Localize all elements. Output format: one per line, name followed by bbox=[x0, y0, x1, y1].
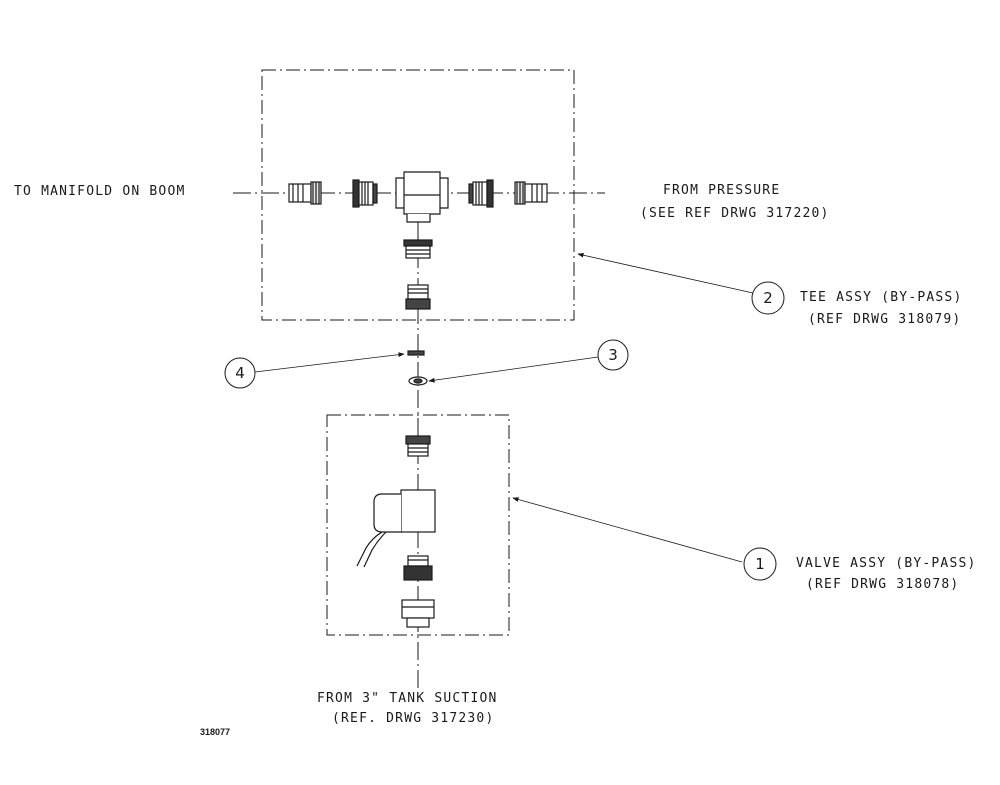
callout-1: 1 bbox=[743, 547, 777, 581]
callout-2-number: 2 bbox=[763, 289, 773, 307]
tee-assy-boundary bbox=[261, 69, 575, 321]
to-manifold-label: TO MANIFOLD ON BOOM bbox=[14, 184, 186, 199]
callout-2: 2 bbox=[751, 281, 785, 315]
valve-body bbox=[356, 489, 436, 568]
valve-bottom-coupler bbox=[401, 599, 435, 628]
leader-line-1 bbox=[512, 497, 743, 563]
from-pressure-label: FROM PRESSURE bbox=[663, 183, 781, 198]
callout-4: 4 bbox=[224, 357, 256, 389]
callout-4-number: 4 bbox=[235, 364, 245, 382]
left-hose-barb bbox=[288, 181, 322, 205]
right-union-nut bbox=[468, 179, 494, 208]
left-union-nut bbox=[352, 179, 378, 208]
tee-assy-label: TEE ASSY (BY-PASS) bbox=[800, 290, 963, 305]
valve-upper-nipple bbox=[405, 435, 431, 457]
valve-assy-ref-label: (REF DRWG 318078) bbox=[806, 577, 960, 592]
right-hose-barb bbox=[514, 181, 548, 205]
leader-line-4 bbox=[254, 352, 405, 373]
drawing-number: 318077 bbox=[200, 727, 231, 737]
valve-lower-nut bbox=[403, 555, 433, 581]
from-pressure-ref-label: (SEE REF DRWG 317220) bbox=[640, 206, 830, 221]
tee-lower-nut bbox=[403, 239, 433, 259]
part-3-seal bbox=[408, 376, 428, 386]
valve-assy-boundary bbox=[326, 414, 510, 636]
callout-3-number: 3 bbox=[608, 346, 618, 364]
tee-lower-nipple bbox=[405, 284, 431, 310]
from-tank-ref-label: (REF. DRWG 317230) bbox=[332, 711, 495, 726]
leader-line-3 bbox=[428, 356, 599, 383]
tee-assy-ref-label: (REF DRWG 318079) bbox=[808, 312, 962, 327]
leader-line-2 bbox=[577, 252, 754, 294]
callout-3: 3 bbox=[597, 339, 629, 371]
tee-body bbox=[395, 171, 449, 223]
from-tank-label: FROM 3" TANK SUCTION bbox=[317, 691, 498, 706]
callout-1-number: 1 bbox=[755, 555, 765, 573]
part-4-pin bbox=[407, 350, 425, 356]
valve-assy-label: VALVE ASSY (BY-PASS) bbox=[796, 556, 977, 571]
